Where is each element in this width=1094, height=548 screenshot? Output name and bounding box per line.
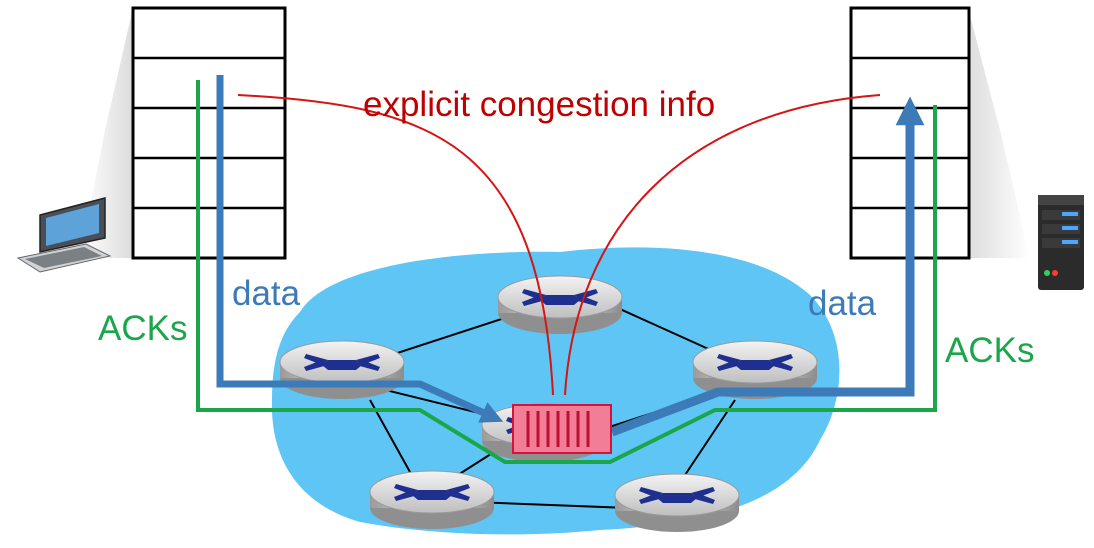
data-label-right: data	[808, 284, 877, 323]
acks-label-left: ACKs	[98, 309, 187, 348]
explicit-congestion-info-label: explicit congestion info	[363, 85, 715, 124]
right-host-shadow	[968, 8, 1030, 258]
acks-label-right: ACKs	[945, 331, 1034, 370]
data-path-out	[610, 96, 925, 437]
ack-path	[196, 80, 937, 464]
network-cloud	[271, 247, 840, 535]
congestion-info-curve-right	[564, 94, 881, 396]
data-path-in	[216, 75, 504, 423]
router-queue-icon	[512, 404, 612, 454]
router-icon	[497, 275, 623, 335]
left-host-shadow	[80, 8, 133, 258]
desktop-computer-icon	[16, 197, 112, 273]
router-icon	[279, 340, 405, 400]
left-protocol-stack	[131, 6, 287, 260]
data-label-left: data	[232, 274, 301, 313]
server-icon	[1038, 195, 1084, 290]
congestion-info-curve-left	[237, 94, 554, 396]
router-icon	[614, 473, 740, 533]
router-icon	[369, 470, 495, 530]
